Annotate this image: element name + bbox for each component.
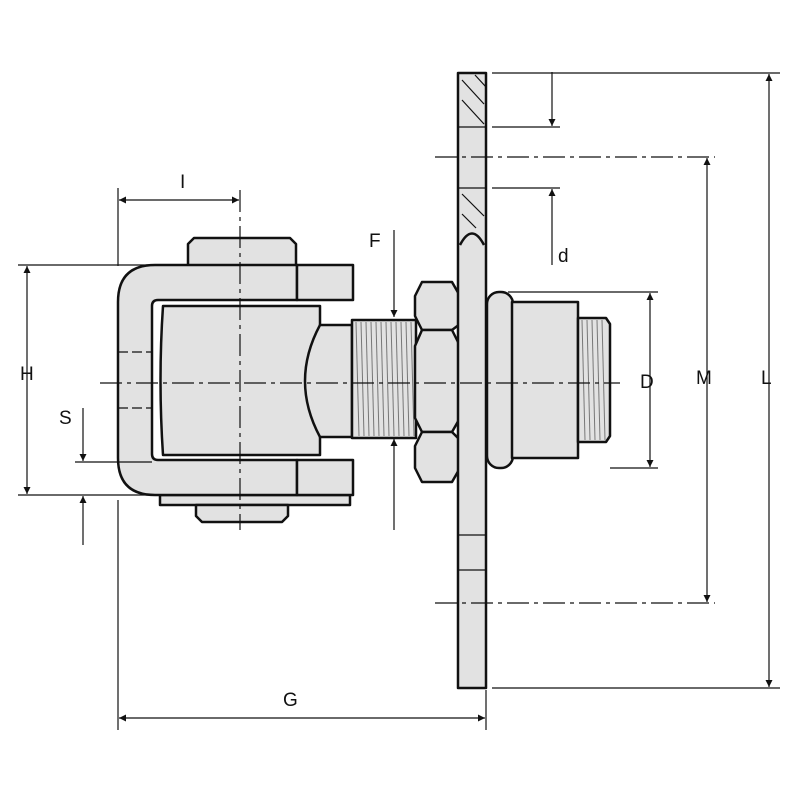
thread-line (395, 321, 400, 437)
dimension-L (492, 72, 780, 689)
thread-line (596, 319, 601, 441)
thread-line (400, 321, 405, 437)
thread-line (410, 321, 415, 437)
thread-line (375, 321, 380, 437)
label-L: L (761, 368, 772, 389)
thread-line (360, 321, 365, 437)
label-G: G (283, 690, 298, 711)
label-d: d (558, 246, 569, 267)
dimension-G (117, 500, 487, 730)
label-M: M (696, 368, 712, 389)
thread-line (385, 321, 390, 437)
dimension-H (18, 264, 150, 496)
thread-line (405, 321, 410, 437)
pin-top (186, 236, 298, 270)
label-H: H (20, 364, 34, 385)
thread-line (370, 321, 375, 437)
pin-bottom (158, 493, 352, 524)
boss-body (510, 300, 580, 460)
dimension-D (508, 291, 658, 469)
bracket-tab-top (295, 263, 355, 302)
thread-line (591, 319, 596, 441)
thread-line (601, 319, 606, 441)
label-F: F (369, 231, 381, 252)
boss-thread (576, 316, 612, 444)
dimension-S (75, 408, 152, 545)
thread-line (586, 319, 591, 441)
threaded-stud (350, 318, 418, 440)
dimension-d (492, 72, 560, 265)
thread-line (390, 321, 395, 437)
barrel-neck (303, 323, 354, 439)
thread-line (355, 321, 360, 437)
thread-line (365, 321, 370, 437)
label-D: D (640, 372, 654, 393)
thread-line (380, 321, 385, 437)
weld-plate (456, 71, 488, 690)
bracket-tab-bottom (295, 458, 355, 497)
dimension-I (117, 188, 239, 266)
label-I: I (180, 172, 185, 193)
washer-ring (485, 290, 515, 470)
thread-line (581, 319, 586, 441)
label-S: S (59, 408, 72, 429)
hex-nut (413, 280, 462, 484)
